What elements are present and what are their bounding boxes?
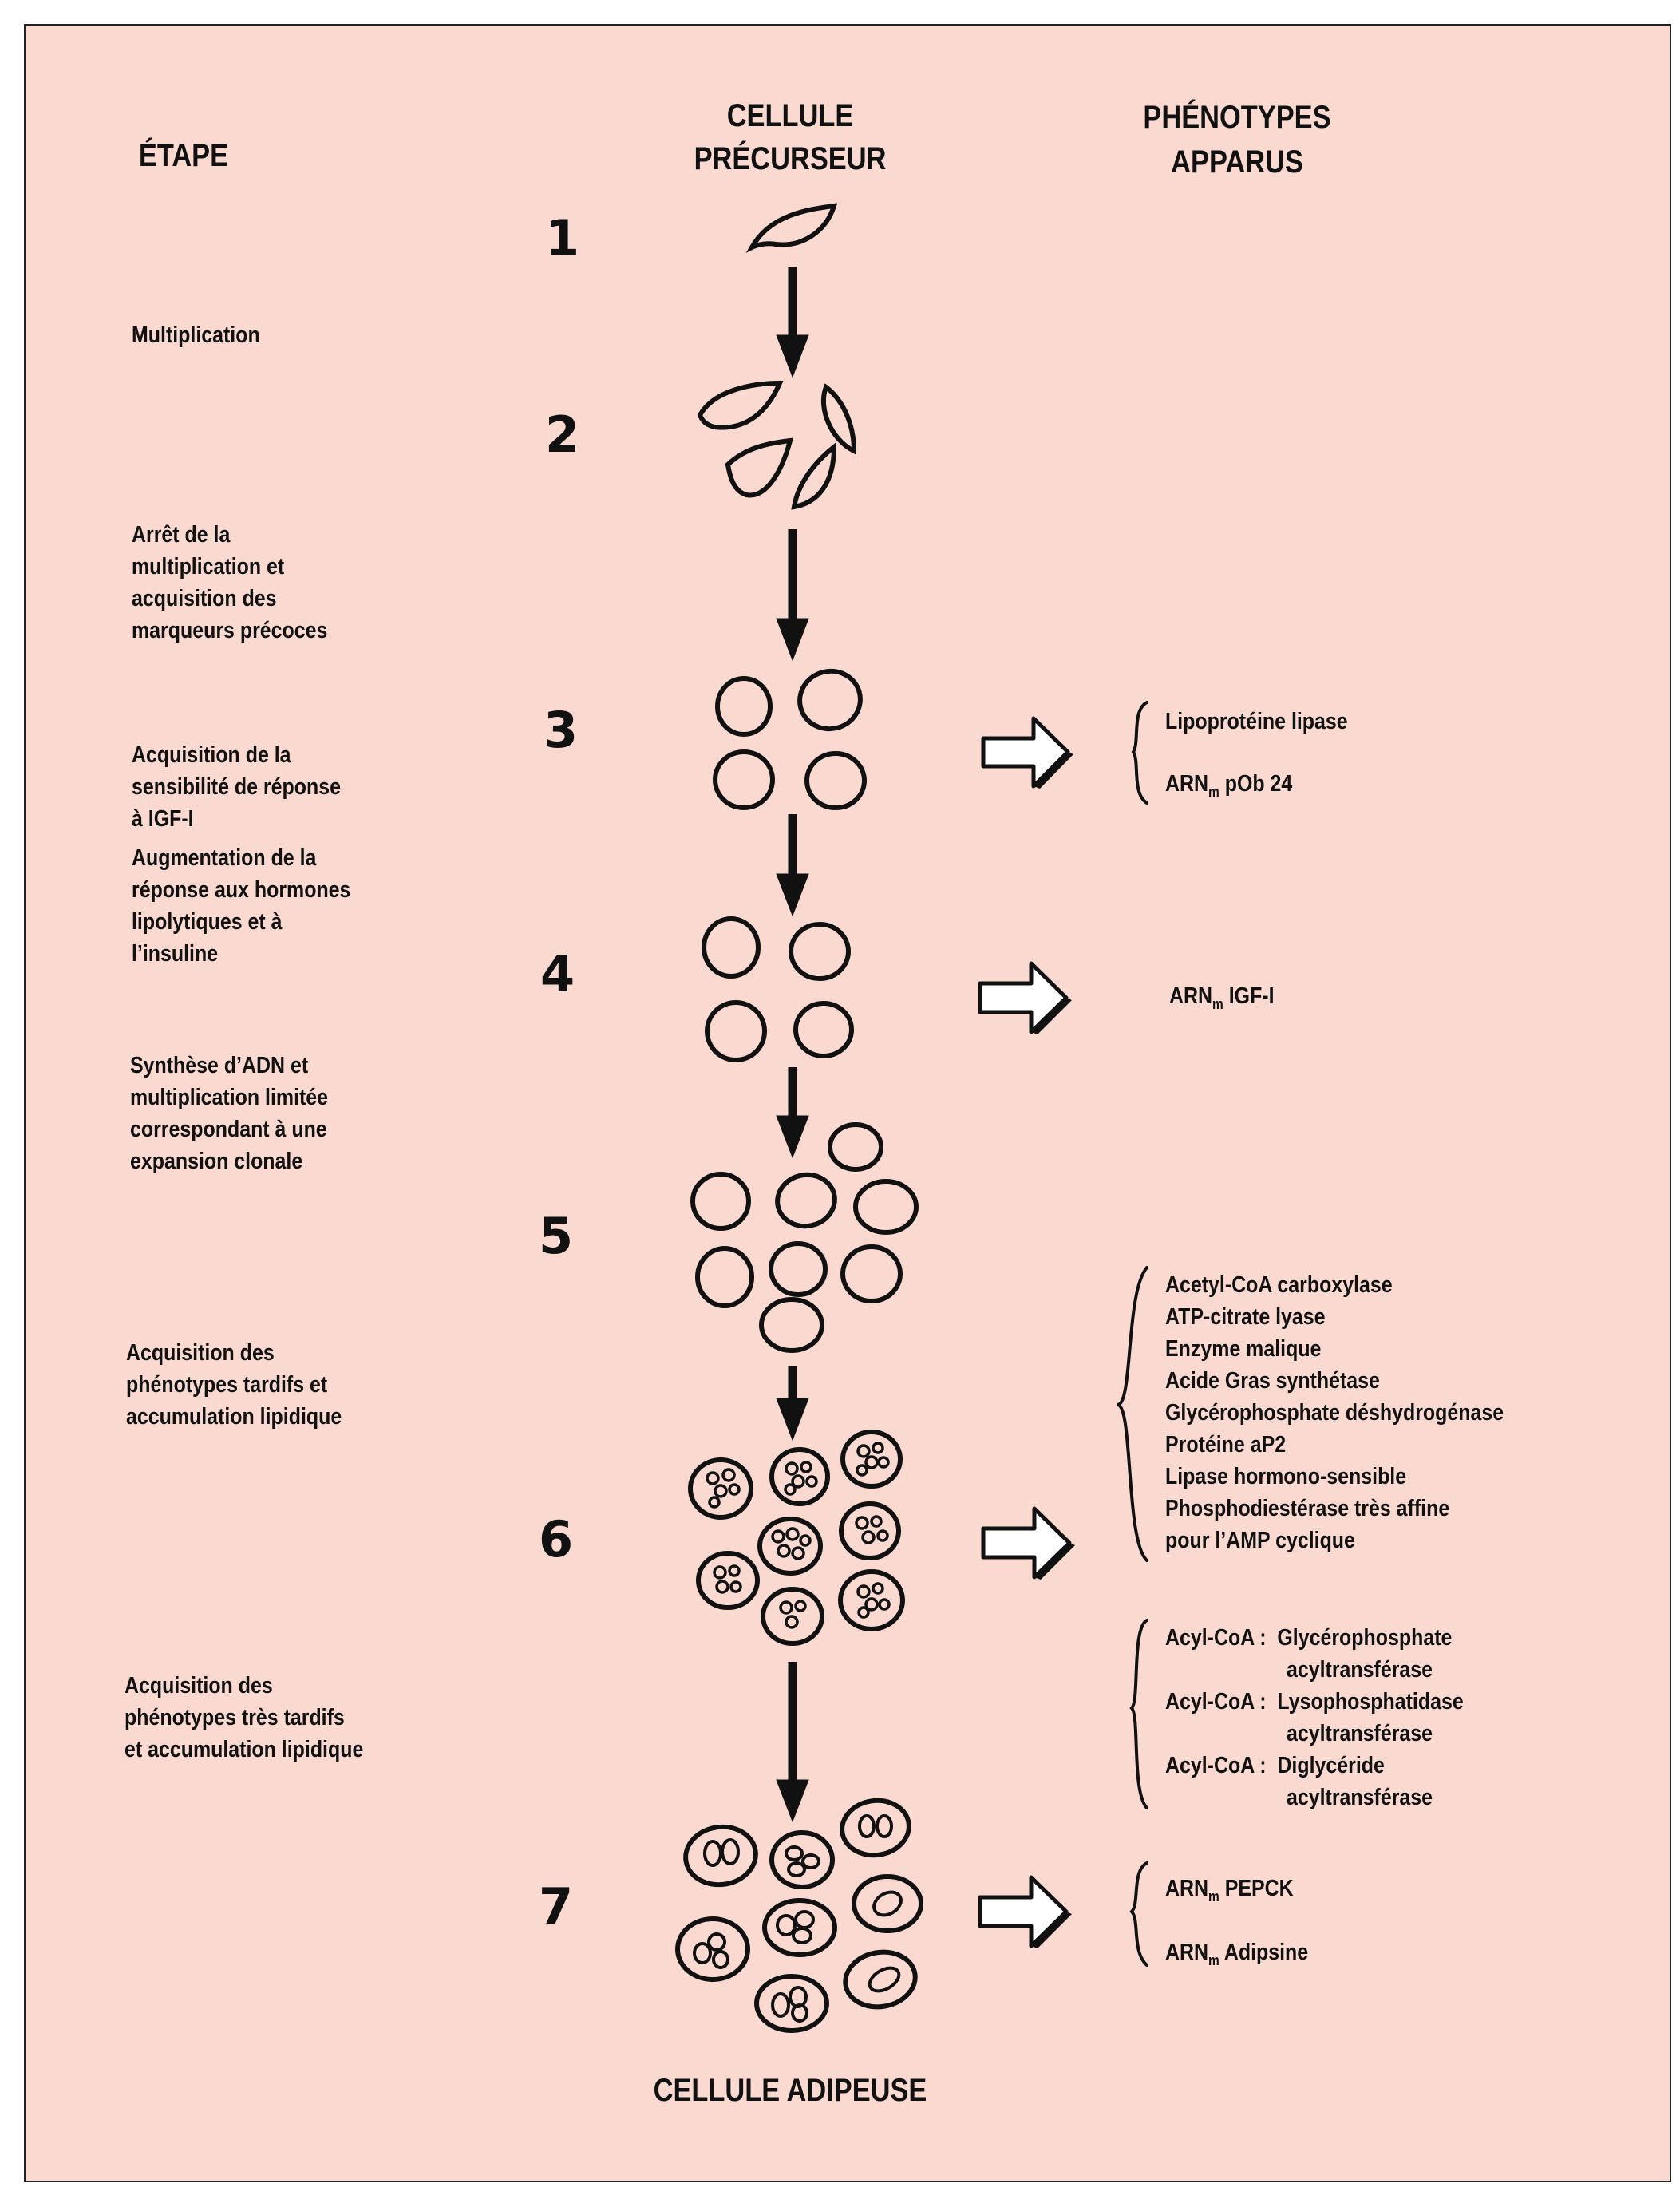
footer-cellule-adipeuse: CELLULE ADIPEUSE [653, 2073, 927, 2108]
stage-sensibilite-igf: Acquisition de la sensibilité de réponse… [132, 742, 341, 832]
phenotype-step7-1: ARNm PEPCK [1165, 1876, 1294, 1904]
phenotype-step6b-4: acyltransférase [1287, 1721, 1433, 1746]
phenotype-step6a-3: Enzyme malique [1165, 1336, 1322, 1362]
cells-step6 [688, 1430, 905, 1646]
stage-arret-multiplication: Arrêt de la multiplication et acquisitio… [132, 522, 328, 643]
phenotype-step6b-2: acyltransférase [1287, 1657, 1433, 1683]
step-number-1: 1 [545, 209, 580, 267]
cells-step4 [702, 916, 854, 1062]
phenotype-braces [1117, 701, 1148, 1967]
precursor-cell-step1 [745, 203, 838, 253]
phenotype-step4-1: ARNm IGF-I [1169, 983, 1275, 1012]
step-number-6: 6 [539, 1510, 574, 1568]
cells-step5 [690, 1122, 919, 1353]
phenotype-arrows [978, 716, 1072, 1948]
phenotype-step6b-3: Acyl-CoA : Lysophosphatidase [1165, 1689, 1464, 1715]
phenotype-step6a-4: Acide Gras synthétase [1165, 1368, 1380, 1394]
phenotype-step6a-6: Protéine aP2 [1165, 1432, 1287, 1457]
phenotype-step7-2: ARNm Adipsine [1165, 1940, 1309, 1968]
step-number-2: 2 [545, 405, 580, 464]
stage-multiplication: Multiplication [132, 322, 260, 348]
step-number-3: 3 [544, 701, 579, 759]
header-cellule-precurseur-1: CELLULE [726, 98, 854, 133]
step-number-7: 7 [539, 1877, 574, 1936]
stage-synthese-adn: Synthèse d’ADN et multiplication limitée… [130, 1053, 329, 1174]
cells-step3 [713, 668, 867, 810]
header-phenotypes-1: PHÉNOTYPES [1143, 100, 1331, 135]
cells-step7 [675, 1798, 923, 2033]
header-phenotypes-2: APPARUS [1171, 144, 1303, 180]
phenotype-step6a-5: Glycérophosphate déshydrogénase [1165, 1400, 1504, 1426]
diagram-frame [24, 24, 1671, 2182]
phenotype-step6b-5: Acyl-CoA : Diglycéride [1165, 1753, 1385, 1778]
lipid-droplets-step6 [706, 1442, 891, 1629]
step-number-5: 5 [539, 1207, 574, 1265]
phenotype-step6a-8: Phosphodiestérase très affine [1165, 1496, 1450, 1521]
stage-phenotypes-tres-tardifs: Acquisition des phénotypes très tardifs … [125, 1673, 364, 1762]
phenotype-step6b-1: Acyl-CoA : Glycérophosphate [1165, 1625, 1453, 1651]
step-number-4: 4 [540, 945, 575, 1003]
header-cellule-precurseur-2: PRÉCURSEUR [694, 141, 887, 176]
multiplied-cells-step2 [697, 380, 857, 510]
phenotype-step6a-9: pour l’AMP cyclique [1165, 1528, 1355, 1553]
phenotype-step6a-7: Lipase hormono-sensible [1165, 1464, 1407, 1489]
phenotype-step6b-6: acyltransférase [1287, 1785, 1433, 1810]
progression-arrows [776, 267, 809, 1823]
phenotype-step3-1: Lipoprotéine lipase [1165, 709, 1348, 734]
phenotype-arrow-shadows [1031, 752, 1075, 1948]
lipid-droplets-step7 [693, 1814, 903, 2023]
phenotype-step6a-1: Acetyl-CoA carboxylase [1165, 1272, 1393, 1298]
header-etape: ÉTAPE [138, 138, 229, 173]
phenotype-step6a-2: ATP-citrate lyase [1165, 1304, 1326, 1330]
stage-augmentation-reponse: Augmentation de la réponse aux hormones … [132, 845, 351, 967]
phenotype-step3-2: ARNm pOb 24 [1165, 771, 1293, 800]
stage-phenotypes-tardifs: Acquisition des phénotypes tardifs et ac… [126, 1340, 342, 1430]
